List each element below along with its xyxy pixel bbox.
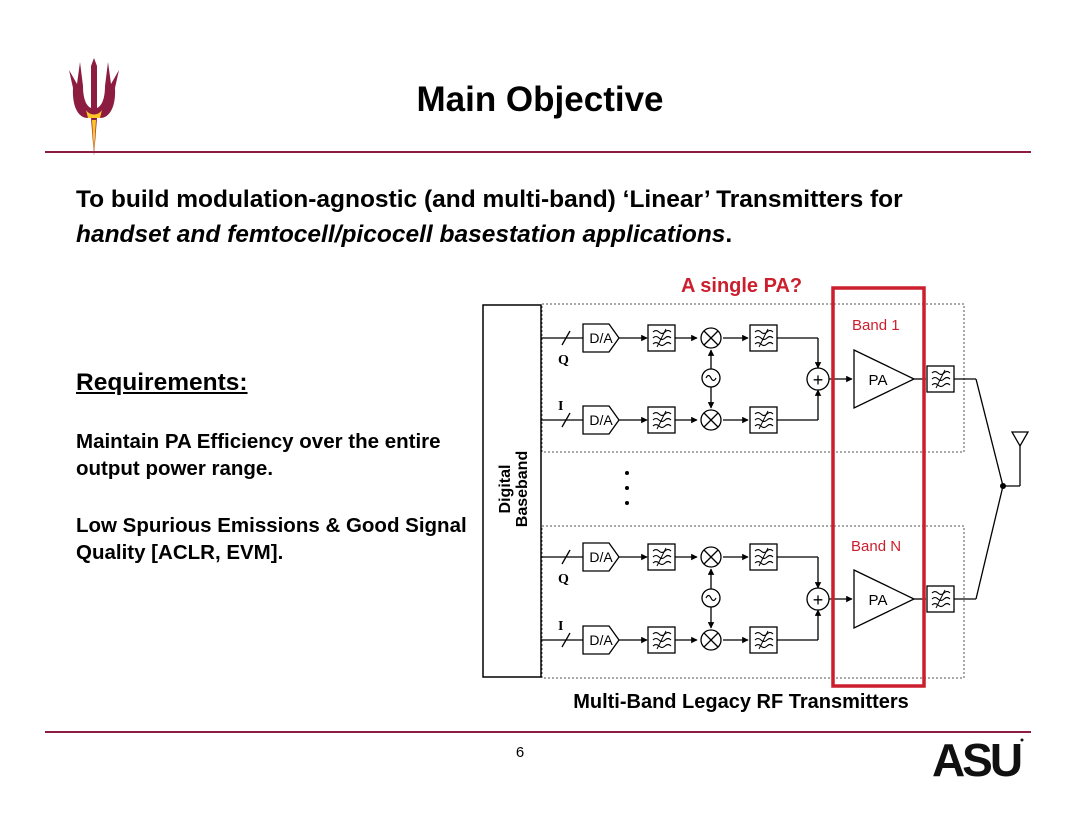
summer-bottom-label: +	[813, 590, 824, 610]
pa-bottom	[853, 568, 916, 630]
dac-top-q-label: D/A	[589, 330, 613, 346]
objective-text: To build modulation-agnostic (and multi-…	[76, 182, 956, 252]
diagram-caption: Multi-Band Legacy RF Transmitters	[573, 691, 909, 713]
band-n-chain	[541, 440, 1021, 648]
antenna-icon	[1010, 431, 1030, 448]
summer-top-label: +	[813, 370, 824, 390]
asu-logo-icon: ASU	[932, 735, 1024, 781]
transmitter-diagram: Digital Baseband	[482, 275, 1030, 713]
antenna-junction	[1000, 483, 1006, 489]
band-1-label: Band 1	[852, 317, 900, 334]
pa-top-label: PA	[869, 372, 888, 389]
pa-top	[853, 348, 916, 410]
requirements-heading: Requirements:	[76, 369, 248, 396]
digital-baseband-block	[482, 304, 542, 678]
band-frame-bottom	[541, 525, 965, 679]
requirement-spurious: Low Spurious Emissions & Good Signal Qua…	[76, 514, 467, 564]
objective-italic: handset and femtocell/picocell basestati…	[76, 221, 726, 248]
i-top-label: I	[558, 399, 563, 414]
single-pa-label: A single PA?	[681, 275, 802, 297]
band-n-label: Band N	[851, 538, 901, 555]
band-frame-top	[541, 303, 965, 453]
band-1-chain	[541, 330, 1004, 487]
objective-prefix: To build modulation-agnostic (and multi-…	[76, 186, 903, 213]
pa-bottom-label: PA	[869, 592, 888, 609]
baseband-label-line1: Digital	[497, 465, 514, 514]
top-divider	[45, 151, 1031, 153]
slide-title: Main Objective	[416, 80, 664, 119]
baseband-label-line2: Baseband	[514, 451, 531, 527]
q-top-label: Q	[558, 353, 569, 368]
requirement-efficiency: Maintain PA Efficiency over the entire o…	[76, 430, 441, 480]
q-bottom-label: Q	[558, 572, 569, 587]
asu-logo-text: ASU	[932, 735, 1021, 781]
single-pa-highlight	[831, 286, 926, 688]
i-bottom-label: I	[558, 619, 563, 634]
objective-suffix: .	[725, 221, 733, 248]
bottom-divider	[45, 731, 1031, 733]
dac-top-i-label: D/A	[589, 412, 613, 428]
pitchfork-logo-icon	[69, 58, 119, 156]
page-number: 6	[515, 744, 525, 761]
dac-bottom-i-label: D/A	[589, 632, 613, 648]
dac-bottom-q-label: D/A	[589, 549, 613, 565]
